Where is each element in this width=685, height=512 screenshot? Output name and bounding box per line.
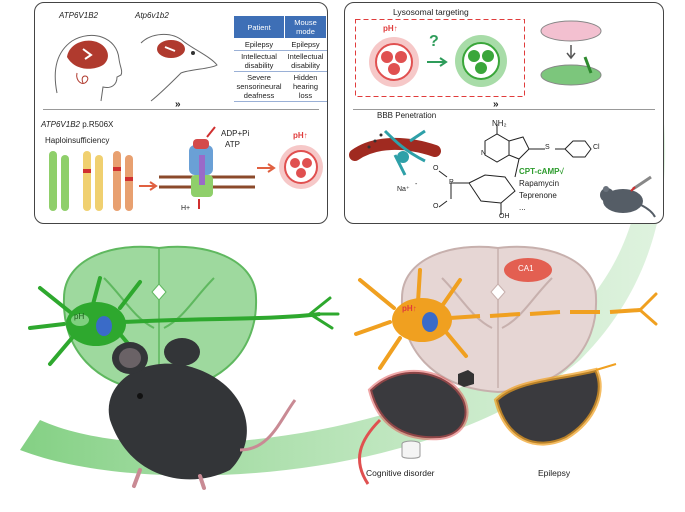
cpt-camp-structure [438, 124, 592, 215]
s-label: S [545, 144, 550, 151]
table-row: Epilepsy Epilepsy [233, 38, 327, 51]
chevron-down-icon: » [175, 99, 180, 110]
drug-item: Rapamycin [519, 179, 560, 188]
drug-item: ... [519, 203, 526, 212]
disease-neuron-icon [354, 268, 658, 370]
divider [353, 109, 655, 110]
atp-label: ATP [225, 140, 240, 149]
epilepsy-mouse-icon [493, 363, 617, 446]
disease-ph-label: pH↑ [402, 304, 417, 313]
bbb-label: BBB Penetration [377, 111, 437, 120]
ca1-label: CA1 [518, 264, 534, 273]
table-header-patient: Patient [232, 15, 286, 39]
mouse-head-icon [140, 34, 218, 102]
arrow-right-icon [427, 57, 448, 67]
mutation-label: ATP6V1B2 p.R506X [41, 120, 113, 129]
p-label: P [449, 179, 454, 186]
h-plus-label: H+ [181, 205, 191, 212]
mutation-gene: ATP6V1B2 [41, 120, 80, 129]
adp-label: ADP+Pi [221, 129, 250, 138]
drug-item: CPT-cAMP√ [519, 167, 564, 176]
arrow-right-icon [139, 181, 158, 191]
n-label: N [481, 150, 487, 157]
drug-item: Teprenone [519, 191, 557, 200]
cognitive-label: Cognitive disorder [366, 468, 435, 478]
v-atpase-icon [159, 126, 255, 209]
table-header-mouse: Mouse mode [284, 15, 327, 39]
healthy-mouse-icon [108, 338, 297, 490]
healthy-neuron-icon [28, 276, 340, 366]
chevron-down-icon: » [493, 99, 498, 110]
genetics-panel: ATP6V1B2 Atp6v1b2 Patient Mouse mode Epi… [34, 2, 328, 224]
blood-brain-barrier-icon [349, 129, 441, 176]
na-label: Na⁺ [397, 186, 410, 193]
o-label: O [433, 203, 439, 210]
petri-dish-icon [540, 20, 602, 86]
table-cell: Intellectual disability [284, 50, 327, 72]
epilepsy-label: Epilepsy [538, 468, 571, 478]
lysosome-icon [455, 35, 507, 87]
treatment-panel: Lysosomal targeting pH↑ ? » BBB Penetrat… [344, 2, 664, 224]
table-cell: Epilepsy [233, 38, 285, 51]
cl-label: Cl [593, 144, 600, 151]
panel-title: Lysosomal targeting [393, 7, 469, 17]
question-mark: ? [429, 33, 439, 50]
haploinsufficiency-label: Haploinsufficiency [45, 136, 110, 145]
healthy-ph-label: pH [74, 312, 85, 321]
cup-icon [401, 440, 421, 459]
cognitive-mouse-icon [358, 369, 469, 485]
phenotype-table: Patient Mouse mode Epilepsy Epilepsy Int… [232, 15, 327, 102]
o-label: O [433, 165, 439, 172]
nh2-label: NH₂ [492, 119, 507, 128]
lysosome-icon [279, 145, 323, 189]
minus-label: - [415, 181, 418, 188]
human-head-icon [54, 34, 123, 102]
oh-label: OH [499, 213, 510, 220]
table-row: Intellectual disability Intellectual dis… [233, 50, 327, 72]
lysosome-icon [369, 37, 419, 87]
table-cell: Severe sensorineural deafness [233, 71, 285, 102]
table-row: Severe sensorineural deafness Hidden hea… [233, 71, 327, 102]
mouse-gene-label: Atp6v1b2 [135, 11, 169, 20]
mouse-injection-icon [600, 175, 656, 218]
table-cell: Intellectual disability [233, 50, 285, 72]
table-cell: Hidden hearing loss [284, 71, 327, 102]
dashed-box [355, 19, 525, 97]
ph-label: pH↑ [293, 131, 308, 140]
human-gene-label: ATP6V1B2 [59, 11, 98, 20]
divider [43, 109, 319, 110]
cube-icon [458, 370, 474, 387]
mutation-variant: p.R506X [82, 120, 114, 129]
ph-label: pH↑ [383, 24, 398, 33]
chromosome-icon [49, 151, 133, 211]
arrow-right-icon [257, 163, 276, 173]
table-cell: Epilepsy [284, 38, 327, 51]
